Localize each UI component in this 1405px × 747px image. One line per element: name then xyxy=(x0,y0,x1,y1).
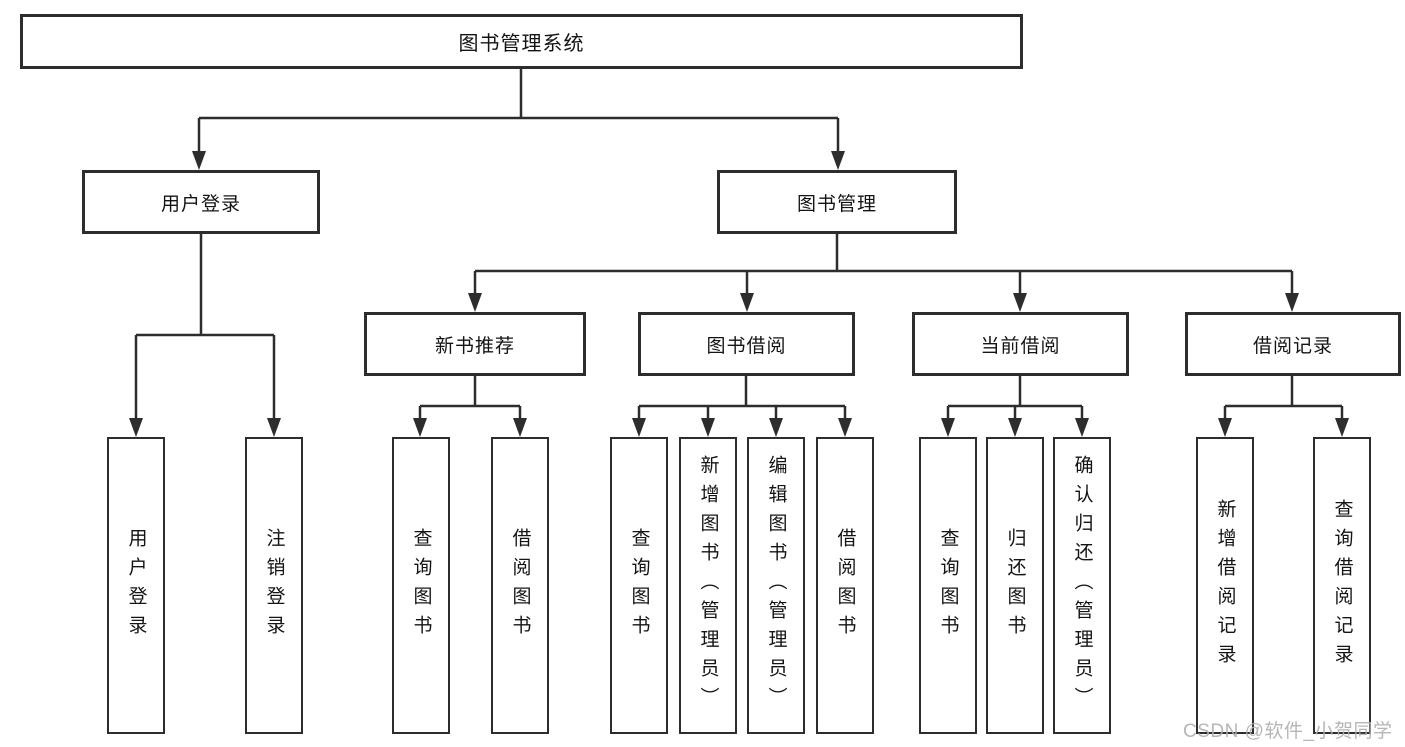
node-new-book-recommendation: 新书推荐 xyxy=(364,312,586,376)
node-book-borrowing: 图书借阅 xyxy=(638,312,855,376)
csdn-watermark: CSDN @软件_小贺同学 xyxy=(1183,721,1393,742)
connector-borrowing-records-to-leaves xyxy=(1218,376,1349,437)
connector-current-borrowing-to-leaves xyxy=(941,376,1089,437)
leaf-query-borrowing-record-label: 查询借阅记录 xyxy=(1331,498,1353,673)
connector-root-to-level2 xyxy=(192,69,845,170)
leaf-logout-label: 注销登录 xyxy=(263,527,285,644)
leaf-borrow-books-recommendation: 借阅图书 xyxy=(491,437,549,734)
leaf-user-login: 用户登录 xyxy=(107,437,165,734)
leaf-return-books: 归还图书 xyxy=(986,437,1044,734)
leaf-confirm-return-admin-label: 确认归还（管理员） xyxy=(1071,455,1093,716)
leaf-user-login-label: 用户登录 xyxy=(125,527,147,644)
node-user-login: 用户登录 xyxy=(82,170,320,234)
node-book-management: 图书管理 xyxy=(717,170,957,234)
leaf-query-books-recommendation: 查询图书 xyxy=(392,437,450,734)
connector-user-login-to-leaves xyxy=(129,234,281,437)
node-borrowing-records: 借阅记录 xyxy=(1185,312,1401,376)
leaf-add-books-admin: 新增图书（管理员） xyxy=(679,437,737,734)
leaf-edit-books-admin: 编辑图书（管理员） xyxy=(747,437,805,734)
leaf-confirm-return-admin: 确认归还（管理员） xyxy=(1053,437,1111,734)
leaf-return-books-label: 归还图书 xyxy=(1004,527,1026,644)
leaf-add-borrowing-record-label: 新增借阅记录 xyxy=(1214,498,1236,673)
leaf-edit-books-admin-label: 编辑图书（管理员） xyxy=(765,455,787,716)
leaf-query-books-borrowing: 查询图书 xyxy=(610,437,668,734)
leaf-query-books-current: 查询图书 xyxy=(919,437,977,734)
leaf-logout: 注销登录 xyxy=(245,437,303,734)
connector-book-management-to-level3 xyxy=(468,234,1299,312)
leaf-borrow-books-recommendation-label: 借阅图书 xyxy=(509,527,531,644)
node-current-borrowing: 当前借阅 xyxy=(912,312,1129,376)
leaf-query-books-current-label: 查询图书 xyxy=(937,527,959,644)
connector-new-book-recommendation-to-leaves xyxy=(413,376,527,437)
leaf-add-books-admin-label: 新增图书（管理员） xyxy=(697,455,719,716)
leaf-borrow-books: 借阅图书 xyxy=(816,437,874,734)
leaf-add-borrowing-record: 新增借阅记录 xyxy=(1196,437,1254,734)
leaf-query-books-recommendation-label: 查询图书 xyxy=(410,527,432,644)
leaf-query-books-borrowing-label: 查询图书 xyxy=(628,527,650,644)
leaf-query-borrowing-record: 查询借阅记录 xyxy=(1313,437,1371,734)
connector-book-borrowing-to-leaves xyxy=(632,376,852,437)
leaf-borrow-books-label: 借阅图书 xyxy=(834,527,856,644)
node-library-management-system: 图书管理系统 xyxy=(20,14,1023,69)
